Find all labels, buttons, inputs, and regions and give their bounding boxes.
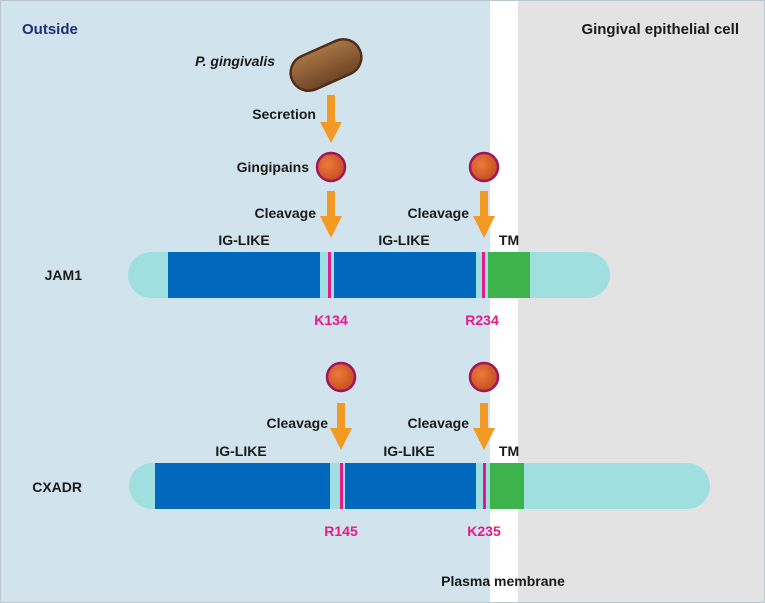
gingipains-label: Gingipains: [237, 159, 310, 175]
jam1-ig-like-label-1: IG-LIKE: [218, 232, 269, 248]
bacterium-label: P. gingivalis: [195, 53, 275, 69]
jam1-cleavage-label-1: Cleavage: [255, 205, 317, 221]
cxadr-cleavage-label-2: Cleavage: [408, 415, 470, 431]
cxadr-ig-like-label-2: IG-LIKE: [383, 443, 434, 459]
p-gingivalis-bacterium-icon: [289, 38, 363, 92]
cxadr-ig-domain-1: [155, 463, 330, 509]
cleavage-arrow-icon: [473, 403, 495, 450]
cxadr-cleavage-site-2: [483, 463, 486, 509]
jam1-tm-domain: [488, 252, 530, 298]
gingipain-icon: [468, 151, 500, 183]
secretion-arrow-icon: [320, 95, 342, 143]
outside-label: Outside: [22, 21, 78, 38]
jam1-ig-like-label-2: IG-LIKE: [378, 232, 429, 248]
cleavage-arrow-icon: [330, 403, 352, 450]
outside-region: [0, 0, 492, 603]
cleavage-arrow-icon: [473, 191, 495, 238]
gingipain-icon: [315, 151, 347, 183]
jam1-label: JAM1: [45, 267, 83, 283]
cxadr-ig-domain-2: [345, 463, 476, 509]
cxadr-site-2-label: K235: [467, 523, 501, 539]
jam1-site-2-label: R234: [465, 312, 499, 328]
cxadr-tm-domain: [490, 463, 524, 509]
gingipain-icon: [325, 361, 357, 393]
gingipain-icon: [468, 361, 500, 393]
cxadr-ig-like-label-1: IG-LIKE: [215, 443, 266, 459]
jam1-cleavage-label-2: Cleavage: [408, 205, 470, 221]
jam1-ig-domain-2: [334, 252, 476, 298]
cell-label: Gingival epithelial cell: [581, 21, 739, 38]
cxadr-label: CXADR: [32, 479, 82, 495]
plasma-membrane-label: Plasma membrane: [441, 573, 565, 589]
cxadr-protein-bar: [129, 463, 710, 509]
jam1-protein-bar: [128, 252, 610, 298]
jam1-tm-label: TM: [499, 232, 519, 248]
jam1-cleavage-site-1: [328, 252, 331, 298]
cleavage-arrow-icon: [320, 191, 342, 238]
cxadr-tm-label: TM: [499, 443, 519, 459]
cxadr-site-1-label: R145: [324, 523, 358, 539]
jam1-ig-domain-1: [168, 252, 320, 298]
jam1-cleavage-site-2: [482, 252, 485, 298]
cxadr-cleavage-label-1: Cleavage: [267, 415, 329, 431]
cxadr-cleavage-site-1: [340, 463, 343, 509]
plasma-membrane-band: [490, 0, 518, 603]
jam1-site-1-label: K134: [314, 312, 348, 328]
secretion-label: Secretion: [252, 106, 316, 122]
